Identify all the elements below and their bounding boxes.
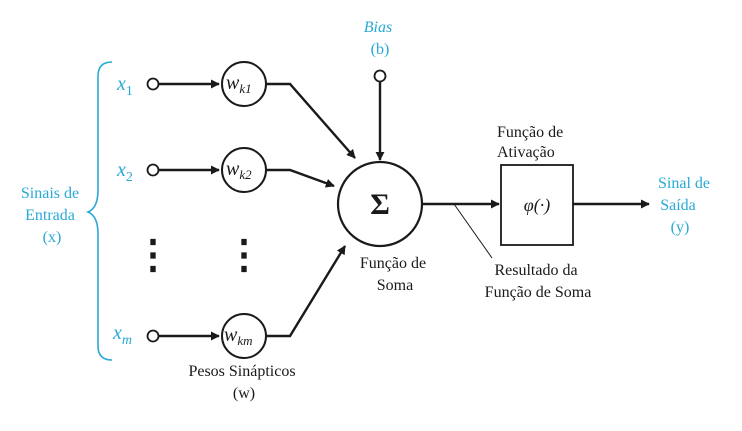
arrow-wk2-to-sum <box>266 168 335 188</box>
weight-label-wk1: wk1 <box>226 72 252 96</box>
input-label-x1: x1 <box>116 73 133 99</box>
input-node-xm <box>146 329 160 343</box>
ellipsis-weights: ⋮ <box>224 232 264 277</box>
activation-label: Função de Ativação <box>497 124 567 161</box>
weight-label-wkm: wkm <box>224 324 253 348</box>
input-label-x2: x2 <box>116 159 133 185</box>
bias-node <box>373 69 387 83</box>
summation-label: Função de Soma <box>360 255 430 294</box>
weight-label-wk2: wk2 <box>226 158 252 182</box>
input-node-x1 <box>146 77 160 91</box>
input-node-x2 <box>146 163 160 177</box>
summation-symbol: Σ <box>370 188 390 221</box>
input-label-xm: xm <box>112 322 132 348</box>
sum-result-label: Resultado da Função de Soma <box>485 262 592 301</box>
bias-label: Bias (b) <box>364 19 396 58</box>
arrow-wkm-to-sum <box>266 245 347 338</box>
weights-label: Pesos Sinápticos (w) <box>188 363 299 402</box>
output-label: Sinal de Saída (y) <box>658 175 714 236</box>
input-group-brace <box>85 61 113 361</box>
input-group-label: Sinais de Entrada (x) <box>21 185 83 246</box>
ellipsis-inputs: ⋮ <box>133 232 173 277</box>
arrow-wk1-to-sum <box>266 82 356 159</box>
activation-symbol: φ(·) <box>524 195 550 216</box>
sum-result-pointer <box>453 203 493 259</box>
